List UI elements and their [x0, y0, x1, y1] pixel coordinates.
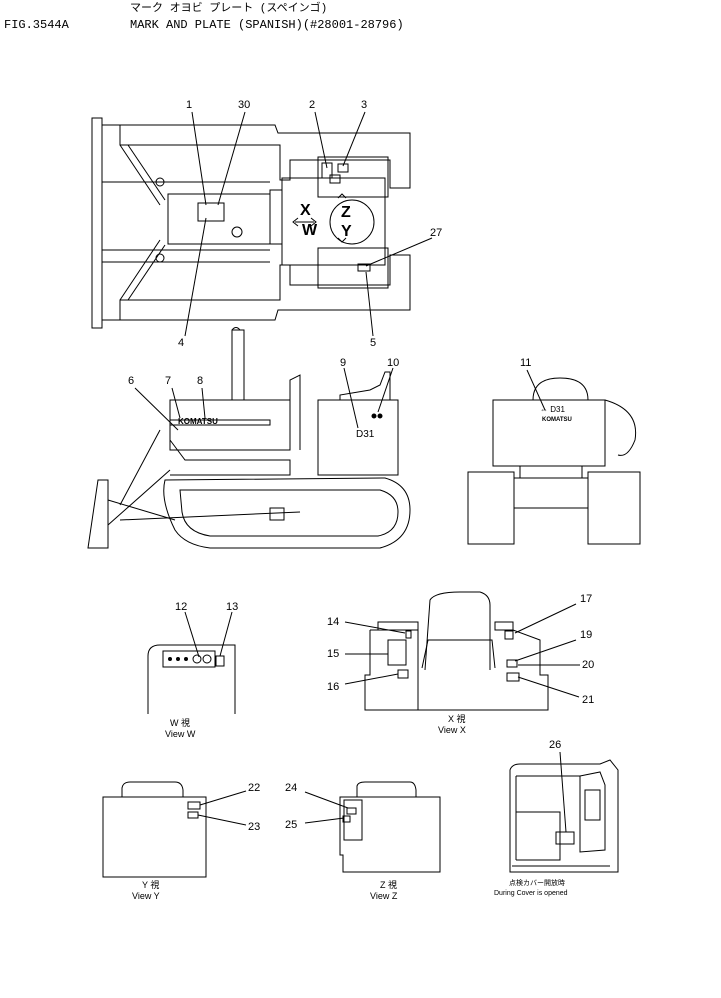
callout-2: 2 — [309, 99, 315, 111]
callout-26: 26 — [549, 739, 561, 751]
callout-11: 11 — [520, 357, 531, 369]
caption-y-jp: Y 視 — [142, 879, 159, 890]
rear-view — [467, 369, 641, 545]
caption-view-z: View Z — [370, 891, 398, 901]
callout-21: 21 — [582, 694, 594, 706]
caption-view-w: View W — [165, 729, 196, 739]
callout-6: 6 — [128, 375, 134, 387]
callout-24: 24 — [285, 782, 297, 794]
view-z-drawing — [304, 781, 441, 873]
komatsu-decal: KOMATSU — [178, 417, 218, 426]
callout-30: 30 — [238, 99, 250, 111]
callout-17: 17 — [580, 593, 592, 605]
callout-12: 12 — [175, 601, 187, 613]
callout-8: 8 — [197, 375, 203, 387]
leader-lines-top — [184, 111, 433, 337]
view-arrows — [292, 193, 347, 243]
view-w-drawing — [147, 611, 236, 714]
view-x-drawing — [344, 591, 580, 711]
callout-23: 23 — [248, 821, 260, 833]
top-view — [91, 117, 411, 329]
callout-7: 7 — [165, 375, 171, 387]
view-mark-x: X — [300, 202, 311, 219]
side-view — [87, 327, 411, 549]
rear-model-decal: ⇔ D31 — [540, 405, 565, 414]
caption-cover-jp: 点検カバー開放時 — [509, 878, 565, 887]
callout-27: 27 — [430, 227, 442, 239]
title-japanese: マーク オヨビ プレート (スペインゴ) — [130, 3, 328, 15]
caption-w-jp: W 視 — [170, 717, 190, 728]
callout-14: 14 — [327, 616, 339, 628]
callout-25: 25 — [285, 819, 297, 831]
callout-9: 9 — [340, 357, 346, 369]
caption-z-jp: Z 視 — [380, 879, 397, 890]
callout-4: 4 — [178, 337, 184, 349]
caption-cover-opened: During Cover is opened — [494, 890, 568, 897]
caption-x-jp: X 視 — [448, 713, 466, 724]
callout-19: 19 — [580, 629, 592, 641]
cover-open-drawing — [509, 751, 619, 873]
callout-10: 10 — [387, 357, 399, 369]
callout-20: 20 — [582, 659, 594, 671]
callout-3: 3 — [361, 99, 367, 111]
view-mark-y: Y — [341, 223, 352, 240]
leader-lines-side — [134, 367, 394, 431]
caption-view-x: View X — [438, 725, 466, 735]
caption-view-y: View Y — [132, 891, 160, 901]
view-mark-z: Z — [341, 204, 351, 221]
diagram-title: MARK AND PLATE (SPANISH)(#28001-28796) — [130, 18, 404, 32]
model-decal: D31 — [356, 429, 375, 440]
callout-1: 1 — [186, 99, 192, 111]
callout-22: 22 — [248, 782, 260, 794]
callout-13: 13 — [226, 601, 238, 613]
callout-5: 5 — [370, 337, 376, 349]
figure-number: FIG.3544A — [4, 18, 69, 32]
rear-komatsu-decal: KOMATSU — [542, 417, 572, 423]
callout-16: 16 — [327, 681, 339, 693]
view-y-drawing — [102, 781, 247, 878]
view-mark-w: W — [302, 222, 318, 239]
callout-15: 15 — [327, 648, 339, 660]
